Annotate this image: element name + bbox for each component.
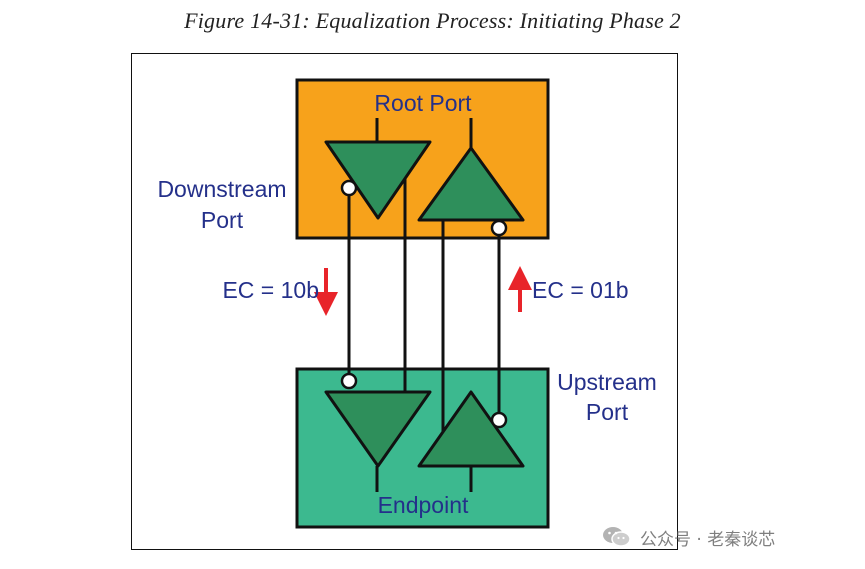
root-tx-inverted-output-circle — [340, 179, 358, 197]
endpoint-rx-inverted-input-circle — [340, 372, 358, 390]
endpoint-transmitter-triangle — [417, 390, 525, 468]
watermark-text: 公众号 · 老秦谈芯 — [640, 529, 776, 550]
endpoint-label: Endpoint — [378, 492, 469, 518]
endpoint-receiver-triangle — [324, 390, 432, 468]
downstream-port-label-line2: Port — [201, 207, 244, 233]
ec-down-label: EC = 10b — [222, 277, 319, 303]
endpoint-tx-inverted-output-circle — [490, 411, 508, 429]
watermark: 公众号 · 老秦谈芯 — [602, 522, 775, 552]
root-transmitter-triangle — [324, 140, 432, 220]
wechat-icon — [603, 527, 631, 547]
ec-up-label: EC = 01b — [532, 277, 629, 303]
figure-frame — [131, 53, 678, 550]
upstream-port-label-line2: Port — [586, 399, 629, 425]
downstream-port-label-line1: Downstream — [157, 176, 286, 202]
figure-caption: Figure 14-31: Equalization Process: Init… — [184, 8, 681, 33]
root-rx-inverted-input-circle — [490, 219, 508, 237]
root-receiver-triangle — [417, 146, 525, 222]
root-port-label: Root Port — [374, 90, 472, 116]
upstream-port-label-line1: Upstream — [557, 369, 657, 395]
